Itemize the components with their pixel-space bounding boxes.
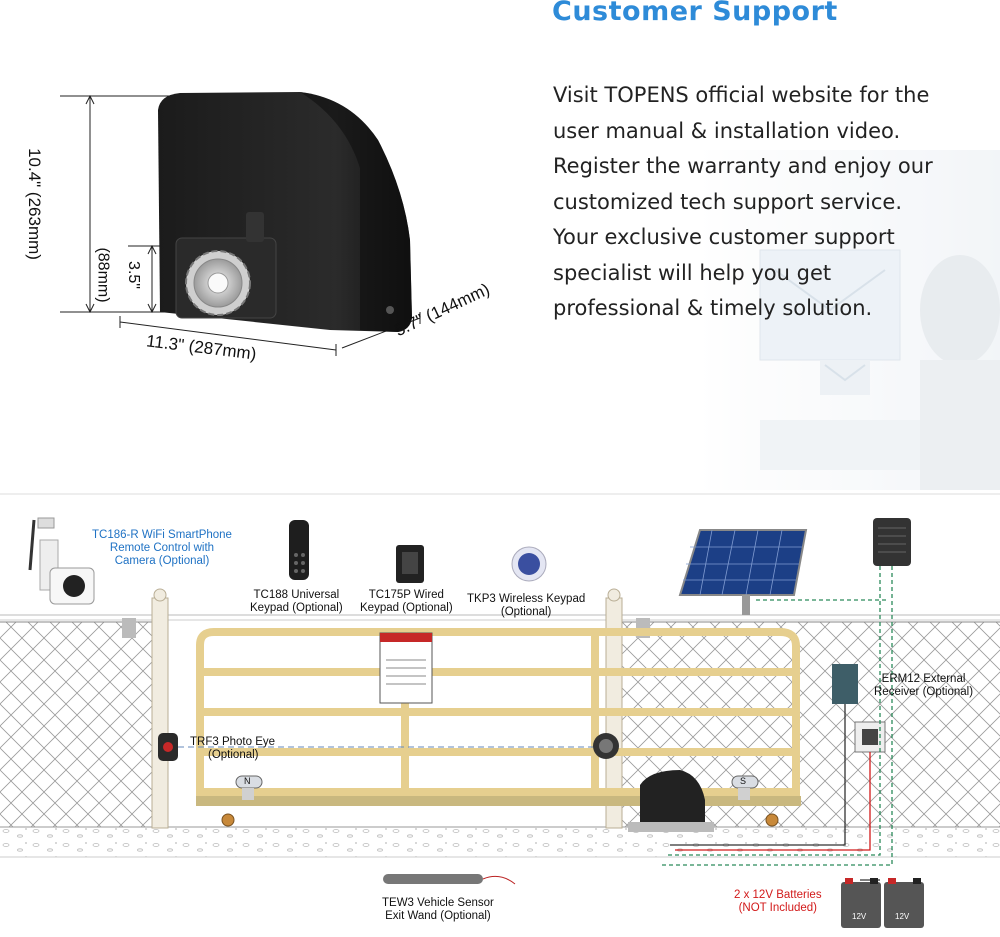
label-line: Receiver (Optional) — [874, 686, 974, 698]
label-line: (Optional) — [208, 749, 259, 761]
gear-height-in: 3.5" — [124, 261, 142, 289]
support-line: specialist will help you get — [553, 260, 832, 285]
support-line: Register the warranty and enjoy our — [553, 154, 933, 178]
label-line: TRF3 Photo Eye — [190, 736, 276, 748]
label-line: 2 x 12V Batteries — [734, 889, 822, 901]
support-line: Your exclusive customer support — [553, 225, 895, 249]
height-dimension: 10.4" (263mm) — [24, 148, 44, 260]
tkp3-label: TKP3 Wireless Keypad (Optional) — [467, 593, 585, 619]
label-line: Keypad (Optional) — [250, 602, 343, 614]
support-line: Visit TOPENS official website for the — [553, 83, 930, 107]
label-line: TC186-R WiFi SmartPhone — [92, 529, 232, 541]
support-text: Visit TOPENS official website for the us… — [553, 78, 933, 327]
exit-wand-icon — [383, 874, 516, 885]
battery-icons — [841, 878, 924, 928]
width-in: 11.3" — [145, 331, 186, 355]
sliding-gate — [196, 628, 800, 804]
fence-left — [0, 622, 160, 827]
label-line: Remote Control with — [109, 542, 215, 554]
label-line: ERM12 External — [881, 673, 966, 685]
tc175p-keypad-icon — [396, 545, 424, 583]
tc188-label: TC188 Universal Keypad (Optional) — [250, 589, 343, 615]
label-line: TEW3 Vehicle Sensor — [382, 897, 494, 909]
limit-n-label: N — [244, 776, 251, 786]
tc188-keypad-icon — [289, 520, 309, 580]
label-line: TC188 Universal — [253, 589, 340, 601]
gear-rack — [196, 796, 801, 806]
tkp3-keypad-icon — [511, 546, 547, 582]
warning-sign — [379, 632, 433, 704]
tew3-label: TEW3 Vehicle Sensor Exit Wand (Optional) — [382, 897, 494, 923]
batteries-label: 2 x 12V Batteries (NOT Included) — [734, 889, 822, 915]
wiring — [660, 566, 893, 881]
support-line: customized tech support service. — [553, 189, 903, 214]
label-line: Keypad (Optional) — [360, 602, 453, 614]
photo-eye-icon — [158, 733, 619, 761]
tc175p-label: TC175P Wired Keypad (Optional) — [360, 589, 453, 615]
label-line: TC175P Wired — [368, 589, 444, 601]
limit-switch-icons — [235, 775, 759, 800]
limit-s-label: S — [740, 776, 747, 786]
section-title: Customer Support — [552, 0, 838, 27]
erm12-receiver-icon — [873, 518, 911, 566]
battery-2-label: 12V — [895, 912, 910, 921]
support-line: user manual & installation video. — [553, 118, 901, 143]
camera-icon — [28, 517, 95, 605]
drive-gear-icon — [185, 250, 251, 316]
label-line: TKP3 Wireless Keypad — [467, 593, 586, 605]
opener-in-diagram — [628, 770, 714, 832]
dimension-lines — [60, 94, 421, 356]
ground — [0, 827, 1000, 857]
battery-1-label: 12V — [852, 912, 867, 921]
office-background — [700, 150, 1000, 490]
gate-wheels — [221, 813, 779, 827]
label-line: (Optional) — [500, 606, 552, 618]
support-line: professional & timely solution. — [553, 296, 873, 320]
camera-label: TC186-R WiFi SmartPhone Remote Control w… — [92, 529, 232, 568]
trf3-label: TRF3 Photo Eye (Optional) — [190, 736, 275, 762]
label-line: Camera (Optional) — [114, 555, 210, 567]
erm12-label: ERM12 External Receiver (Optional) — [874, 673, 973, 699]
label-line: (NOT Included) — [738, 902, 817, 914]
gear-height-mm: (88mm) — [94, 247, 112, 303]
label-line: Exit Wand (Optional) — [385, 910, 491, 922]
solar-panel-icon — [678, 529, 808, 615]
